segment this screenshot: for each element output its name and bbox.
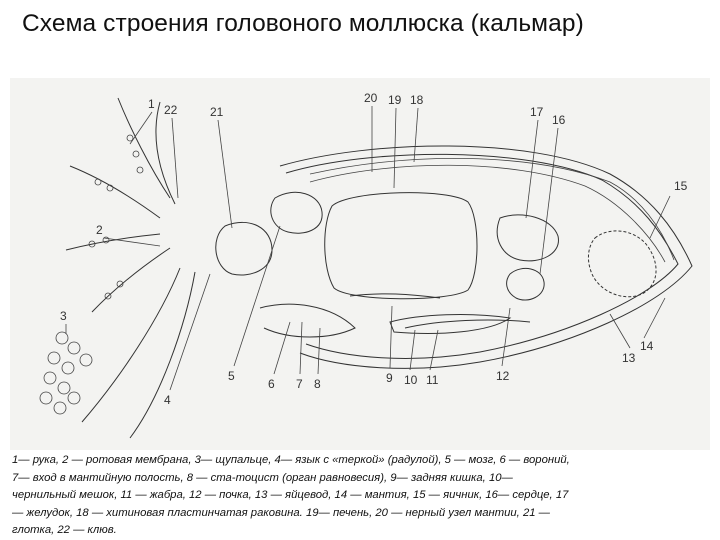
caption-line: 1— рука, 2 — ротовая мембрана, 3— щупаль… [12,452,712,470]
label-4: 4 [164,393,171,407]
label-16: 16 [552,113,566,127]
label-1: 1 [148,97,155,111]
label-10: 10 [404,373,418,387]
label-14: 14 [640,339,654,353]
label-9: 9 [386,371,393,385]
caption-line: 7— вход в мантийную полость, 8 — ста-тоц… [12,470,712,488]
label-7: 7 [296,377,303,391]
caption-line: чернильный мешок, 11 — жабра, 12 — почка… [12,487,712,505]
squid-anatomy-diagram: 1 2 3 4 5 6 7 8 9 10 11 12 13 14 15 16 1… [10,78,710,450]
caption-line: — желудок, 18 — хитиновая пластинчатая р… [12,505,712,523]
label-15: 15 [674,179,688,193]
label-12: 12 [496,369,510,383]
label-18: 18 [410,93,424,107]
label-21: 21 [210,105,224,119]
label-20: 20 [364,91,378,105]
label-22: 22 [164,103,178,117]
label-11: 11 [426,373,439,387]
label-17: 17 [530,105,544,119]
label-6: 6 [268,377,275,391]
label-5: 5 [228,369,235,383]
figure-background [10,78,710,450]
label-8: 8 [314,377,321,391]
slide-title: Схема строения головоного моллюска (каль… [22,10,712,38]
caption-line: глотка, 22 — клюв. [12,522,712,540]
label-3: 3 [60,309,67,323]
label-13: 13 [622,351,636,365]
label-2: 2 [96,223,103,237]
figure-caption: 1— рука, 2 — ротовая мембрана, 3— щупаль… [12,452,712,540]
label-19: 19 [388,93,402,107]
